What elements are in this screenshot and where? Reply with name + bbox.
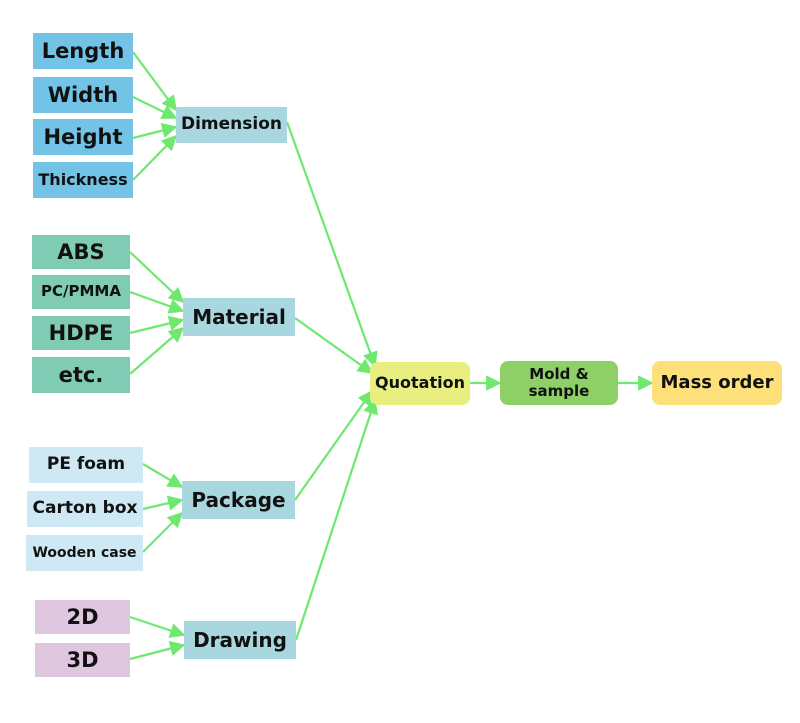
- arrow-dimension-to-quotation: [285, 121, 378, 368]
- node-dimension: Dimension: [176, 107, 287, 143]
- input-length: Length: [33, 33, 133, 69]
- arrow-package-to-quotation: [294, 389, 373, 501]
- input-hdpe: HDPE: [32, 316, 130, 350]
- node-quotation: Quotation: [370, 362, 470, 405]
- input-etc: etc.: [32, 357, 130, 393]
- arrow-pefoam-to-package: [142, 463, 184, 488]
- arrow-2d-to-drawing: [129, 615, 186, 638]
- arrow-length-to-dimension: [132, 51, 177, 112]
- arrow-material-to-quotation: [294, 317, 374, 374]
- arrow-width-to-dimension: [132, 96, 178, 119]
- input-pc-pmma: PC/PMMA: [32, 275, 130, 309]
- node-mold-sample: Mold & sample: [500, 361, 618, 405]
- input-carton-box: Carton box: [27, 491, 143, 527]
- arrow-3d-to-drawing: [129, 641, 186, 661]
- input-width: Width: [33, 77, 133, 113]
- arrow-abs-to-material: [129, 251, 185, 304]
- arrow-pcpmma-to-material: [129, 290, 185, 314]
- arrow-thickness-to-dimension: [132, 134, 178, 181]
- arrow-woodencase-to-package: [142, 511, 184, 553]
- arrow-etc-to-material: [129, 326, 185, 375]
- input-wooden-case: Wooden case: [26, 535, 143, 571]
- node-drawing: Drawing: [184, 621, 296, 659]
- input-thickness: Thickness: [33, 162, 133, 198]
- arrow-cartonbox-to-package: [142, 495, 184, 511]
- node-package: Package: [182, 481, 295, 519]
- arrow-drawing-to-quotation: [294, 398, 378, 641]
- node-material: Material: [183, 298, 295, 336]
- input-3d: 3D: [35, 643, 130, 677]
- arrow-hdpe-to-material: [129, 315, 185, 335]
- input-pe-foam: PE foam: [29, 447, 143, 483]
- input-abs: ABS: [32, 235, 130, 269]
- input-2d: 2D: [35, 600, 130, 634]
- input-height: Height: [33, 119, 133, 155]
- arrow-height-to-dimension: [132, 122, 178, 140]
- node-mass-order: Mass order: [652, 361, 782, 405]
